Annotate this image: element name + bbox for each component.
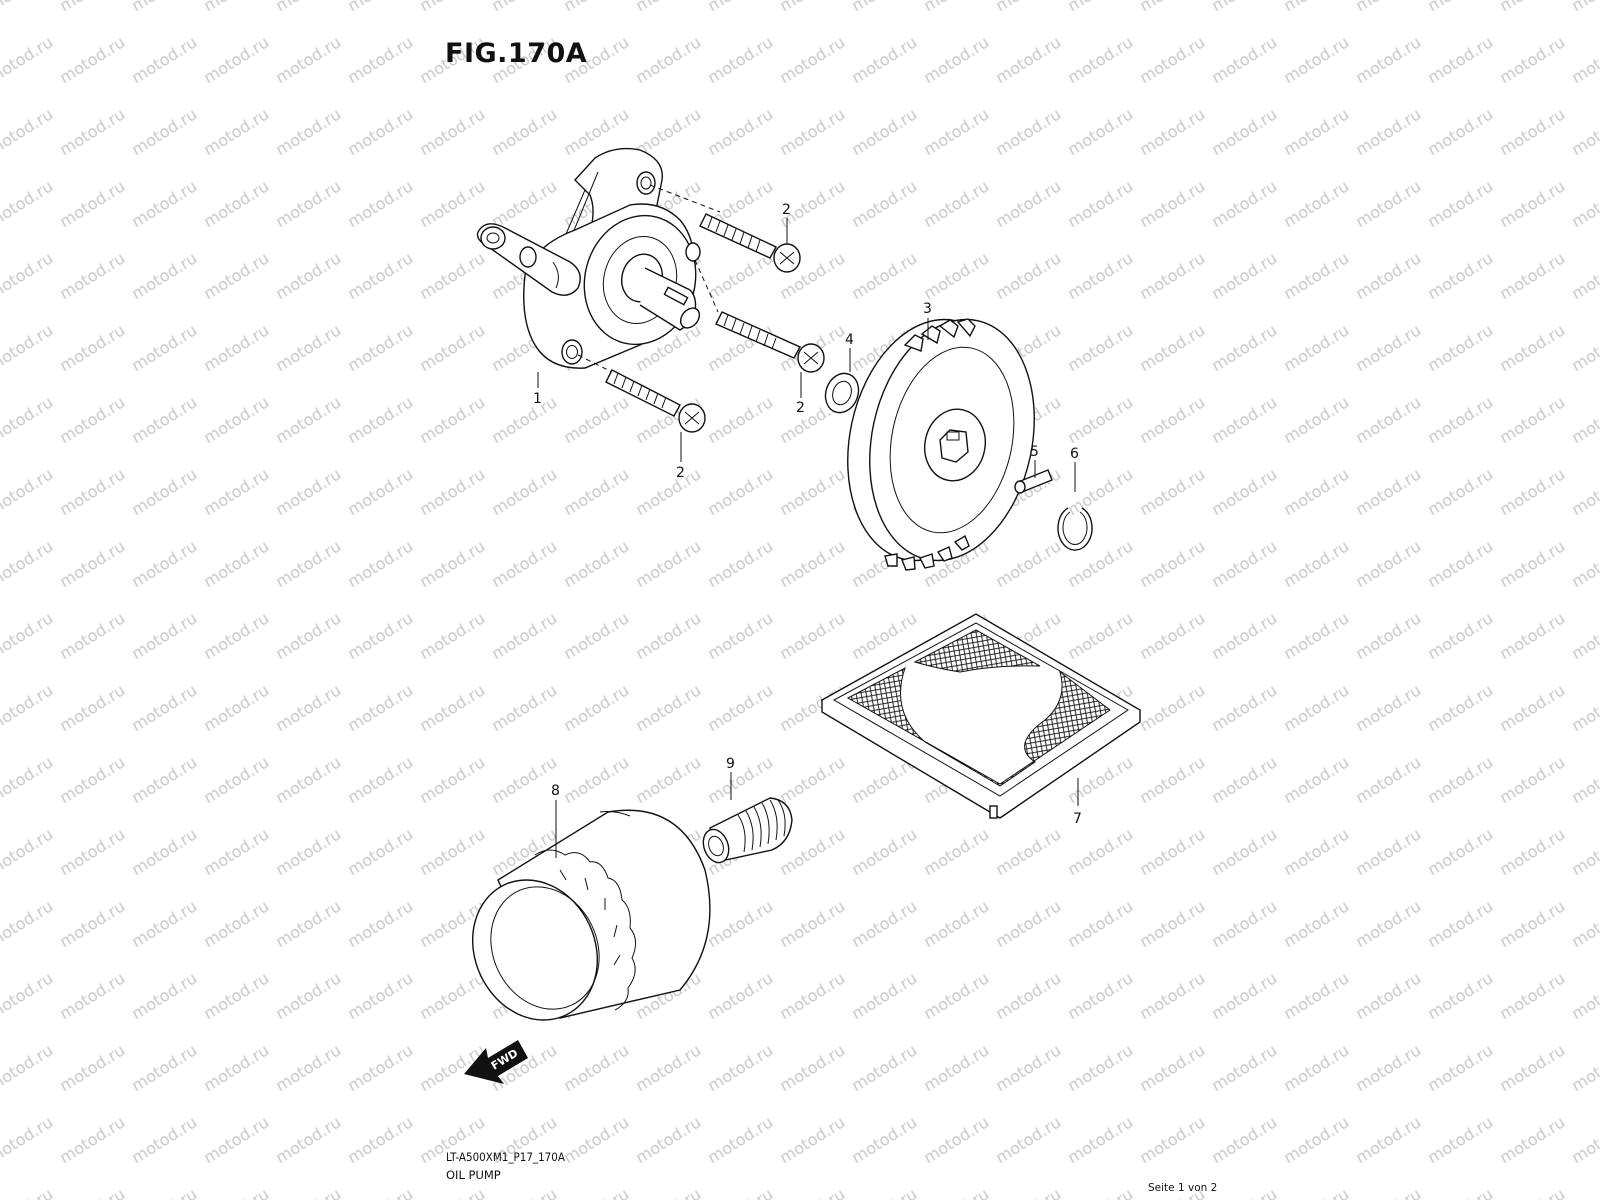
washer <box>824 372 860 414</box>
page-indicator: Seite 1 von 2 <box>1148 1182 1218 1194</box>
oil-strainer <box>820 613 1142 819</box>
diagram-description: OIL PUMP <box>446 1168 501 1182</box>
figure-title: FIG.170A <box>445 38 588 69</box>
leader-lines <box>537 218 1079 858</box>
bolt-upper <box>699 213 801 273</box>
callout-2-middle: 2 <box>796 400 805 416</box>
callout-4: 4 <box>845 332 854 348</box>
callout-7: 7 <box>1073 811 1082 827</box>
callout-3: 3 <box>923 301 932 317</box>
oil-filter <box>471 809 711 1021</box>
callout-6: 6 <box>1070 446 1079 462</box>
callout-2-lower: 2 <box>676 465 685 481</box>
callout-1: 1 <box>533 391 542 407</box>
union-pipe <box>702 797 793 864</box>
oil-pump-driven-gear <box>847 318 1035 571</box>
callout-9: 9 <box>726 756 735 772</box>
forward-direction-arrow: FWD <box>464 1040 528 1084</box>
callout-2-upper: 2 <box>782 202 791 218</box>
bolt-middle <box>715 311 825 373</box>
oil-pump-body <box>476 147 721 376</box>
callout-5: 5 <box>1030 444 1039 460</box>
pin <box>1014 469 1053 494</box>
diagram-code: LT-A500XM1_P17_170A <box>446 1150 565 1164</box>
callout-labels: 1 2 2 2 3 4 5 6 7 8 9 <box>533 202 1082 827</box>
callout-8: 8 <box>551 783 560 799</box>
circlip <box>1057 507 1093 551</box>
bolt-lower <box>605 369 706 433</box>
